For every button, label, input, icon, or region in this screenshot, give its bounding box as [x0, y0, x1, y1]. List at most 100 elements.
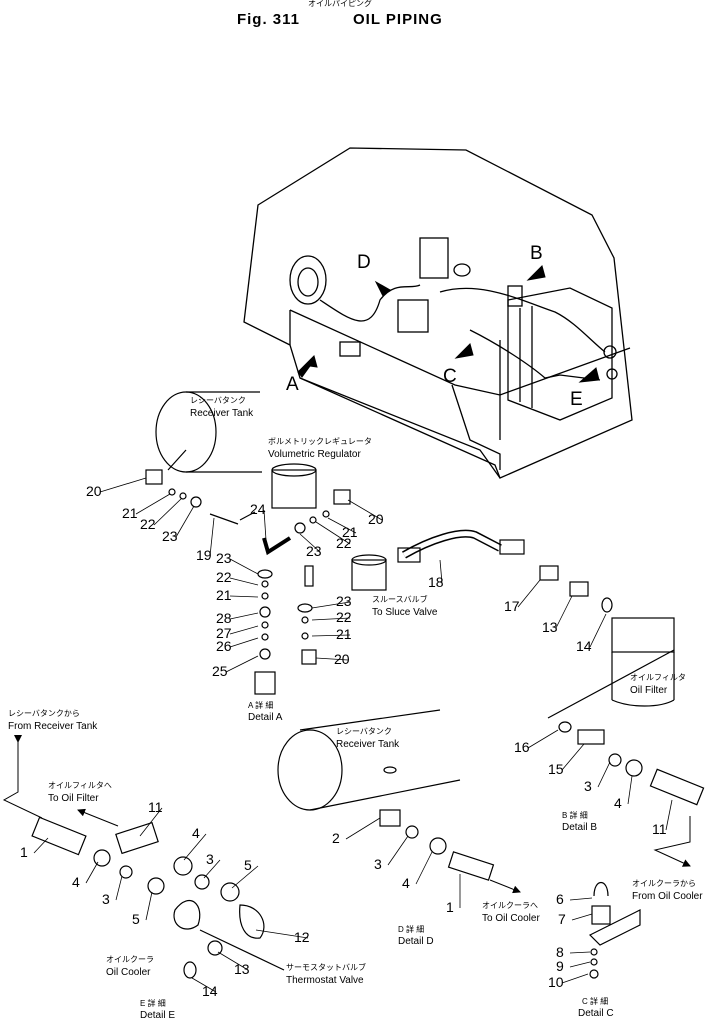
machine-housing [243, 147, 633, 479]
detail-e-parts [31, 816, 285, 979]
part-number-label: 26 [216, 638, 232, 654]
to-oil-filter-en: To Oil Filter [48, 793, 99, 804]
detail-letter-c: C [443, 366, 457, 387]
part-number-label: 6 [556, 891, 564, 907]
part-leader-line [415, 851, 433, 885]
part-number-label: 10 [548, 974, 564, 990]
part-leader-line [561, 743, 585, 771]
part-number-label: 21 [336, 626, 352, 642]
part-leader-line [229, 612, 259, 620]
part-leader-line [139, 807, 163, 837]
part-leader-line [175, 505, 195, 538]
to-oil-filter-arrow [77, 808, 119, 827]
part-leader-line [153, 497, 183, 526]
detail-arrows [297, 265, 600, 383]
to-oil-filter-jp: オイルフィルタへ [48, 781, 112, 790]
part-number-label: 12 [294, 929, 310, 945]
part-leader-line [569, 961, 591, 968]
from-oil-cooler-jp: オイルクーラから [632, 879, 696, 888]
part-number-label: 4 [72, 874, 80, 890]
part-leader-line [555, 595, 573, 629]
part-number-label: 25 [212, 663, 228, 679]
part-leader-line [191, 977, 217, 993]
detail-b-en: Detail B [562, 822, 597, 833]
detail-letter-b: B [530, 243, 543, 264]
part-number-label: 23 [162, 528, 178, 544]
part-number-label: 3 [584, 778, 592, 794]
part-leader-line [183, 833, 207, 861]
detail-letter-d: D [357, 252, 371, 273]
oil-cooler-jp: オイルクーラ [106, 955, 154, 964]
part-leader-line [225, 655, 259, 673]
part-number-label: 9 [556, 958, 564, 974]
part-number-label: 3 [102, 891, 110, 907]
part-leader-line [299, 533, 321, 553]
oil-filter-en: Oil Filter [630, 685, 668, 696]
part-leader-line [209, 517, 215, 557]
part-leader-line [315, 657, 349, 661]
part-leader-line [231, 865, 259, 889]
sluce-valve [351, 554, 387, 591]
part-leader-line [311, 601, 351, 609]
part-leader-line [627, 775, 633, 805]
part-number-label: 15 [548, 761, 564, 777]
from-receiver-tank-en: From Receiver Tank [8, 721, 98, 732]
part-number-label: 22 [336, 609, 352, 625]
receiver-tank-upper-en: Receiver Tank [190, 408, 254, 419]
hose-assembly [397, 529, 613, 613]
part-number-label: 21 [342, 524, 358, 540]
receiver-tank-upper-jp: レシーバタンク [190, 396, 246, 405]
detail-e-jp: E 詳 細 [140, 998, 166, 1008]
part-number-labels: 2021222319242022232123222128272625232221… [20, 477, 673, 999]
part-leader-line [315, 521, 351, 545]
detail-d-jp: D 詳 細 [398, 924, 424, 934]
detail-b-parts [558, 721, 705, 806]
part-number-label: 11 [652, 821, 667, 837]
detail-a-en: Detail A [248, 712, 283, 723]
part-leader-line [589, 613, 607, 648]
part-leader-line [229, 577, 259, 586]
part-leader-line [135, 493, 171, 515]
volumetric-regulator-jp: ボルメトリックレギュレータ [268, 437, 372, 446]
part-number-label: 1 [446, 899, 454, 915]
sluce-valve-en: To Sluce Valve [372, 607, 438, 618]
part-number-label: 22 [336, 535, 352, 551]
part-number-label: 18 [428, 574, 444, 590]
part-leader-line [597, 761, 611, 788]
part-number-label: 5 [132, 911, 140, 927]
part-leader-line [527, 729, 559, 749]
receiver-tank-lower-en: Receiver Tank [336, 739, 400, 750]
part-leader-line [347, 499, 383, 521]
part-number-label: 8 [556, 944, 564, 960]
part-number-label: 3 [374, 856, 382, 872]
part-number-label: 14 [202, 983, 218, 999]
part-number-label: 20 [334, 651, 350, 667]
part-leader-line [115, 875, 123, 901]
part-leader-line [145, 891, 153, 921]
thermostat-valve-jp: サーモスタットバルブ [286, 962, 366, 972]
volumetric-regulator [271, 463, 317, 509]
from-oil-cooler-en: From Oil Cooler [632, 891, 703, 902]
from-receiver-arrow [2, 735, 43, 819]
part-leader-line [229, 637, 259, 648]
part-leader-line [665, 799, 673, 831]
receiver-tank-upper [155, 391, 262, 473]
part-number-label: 22 [140, 516, 156, 532]
part-leader-line [99, 477, 147, 493]
part-leader-line [217, 951, 249, 971]
detail-a-jp: A 詳 細 [248, 700, 273, 710]
part-leader-line [561, 973, 589, 984]
detail-letter-a: A [286, 374, 299, 395]
part-number-label: 13 [234, 961, 250, 977]
from-receiver-tank-jp: レシーバタンクから [8, 709, 80, 718]
part-number-label: 17 [504, 598, 520, 614]
part-number-label: 4 [614, 795, 622, 811]
part-number-label: 5 [244, 857, 252, 873]
oil-filter [547, 617, 675, 719]
part-number-label: 19 [196, 547, 212, 563]
part-number-label: 3 [206, 851, 214, 867]
part-number-label: 7 [558, 911, 566, 927]
part-number-label: 23 [306, 543, 322, 559]
from-oil-cooler-arrow [653, 816, 691, 867]
